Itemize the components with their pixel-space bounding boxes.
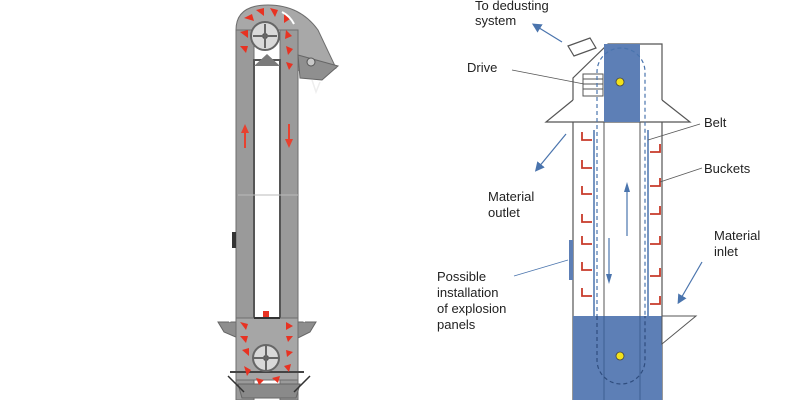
label-explosion-line1: Possible xyxy=(437,269,486,284)
boot-buckets xyxy=(240,322,293,385)
boot-inlet-left xyxy=(217,321,239,339)
buckets-leader xyxy=(659,167,703,183)
head-cone xyxy=(254,54,280,66)
buckets-left xyxy=(581,132,592,297)
boot-pulley xyxy=(615,351,625,361)
left-elevator-illustration xyxy=(217,4,340,400)
label-explosion-line4: panels xyxy=(437,317,476,332)
blue-arrow-icon xyxy=(531,23,563,43)
label-belt: Belt xyxy=(704,115,727,130)
head-buckets xyxy=(240,8,293,70)
label-buckets: Buckets xyxy=(704,161,751,176)
down-arrow-icon xyxy=(285,124,293,148)
label-material-inlet-line2: inlet xyxy=(714,244,738,259)
label-dedusting-line2: system xyxy=(475,13,516,28)
drive-pulley xyxy=(615,77,625,87)
label-explosion-line3: of explosion xyxy=(437,301,506,316)
dedusting-pipe xyxy=(567,37,597,57)
right-elevator-schematic xyxy=(544,37,698,400)
buckets-right xyxy=(650,144,661,305)
up-arrow-icon xyxy=(241,124,249,148)
explosion-panel xyxy=(569,240,573,280)
blue-arrow-icon xyxy=(534,133,567,172)
belt-leader xyxy=(647,123,701,141)
label-material-inlet-line1: Material xyxy=(714,228,760,243)
drive-leader xyxy=(511,69,585,85)
label-drive: Drive xyxy=(467,60,497,75)
label-material-outlet-line2: outlet xyxy=(488,205,520,220)
discharge-pulley xyxy=(306,57,316,67)
up-arrow-icon xyxy=(624,182,630,236)
explosion-leader xyxy=(513,259,569,277)
boot-inlet-right xyxy=(297,321,317,339)
drive-motor xyxy=(582,73,604,97)
down-arrow-icon xyxy=(606,238,612,284)
red-arrow-icon xyxy=(311,79,321,95)
inlet-arrows xyxy=(225,311,309,323)
label-material-outlet-line1: Material xyxy=(488,189,534,204)
label-dedusting-line1: To dedusting xyxy=(475,0,549,13)
label-explosion-line2: installation xyxy=(437,285,498,300)
side-plate xyxy=(232,232,236,248)
blue-arrow-icon xyxy=(677,261,703,305)
belt-strip xyxy=(253,59,281,319)
red-arrow-icon xyxy=(281,11,295,25)
